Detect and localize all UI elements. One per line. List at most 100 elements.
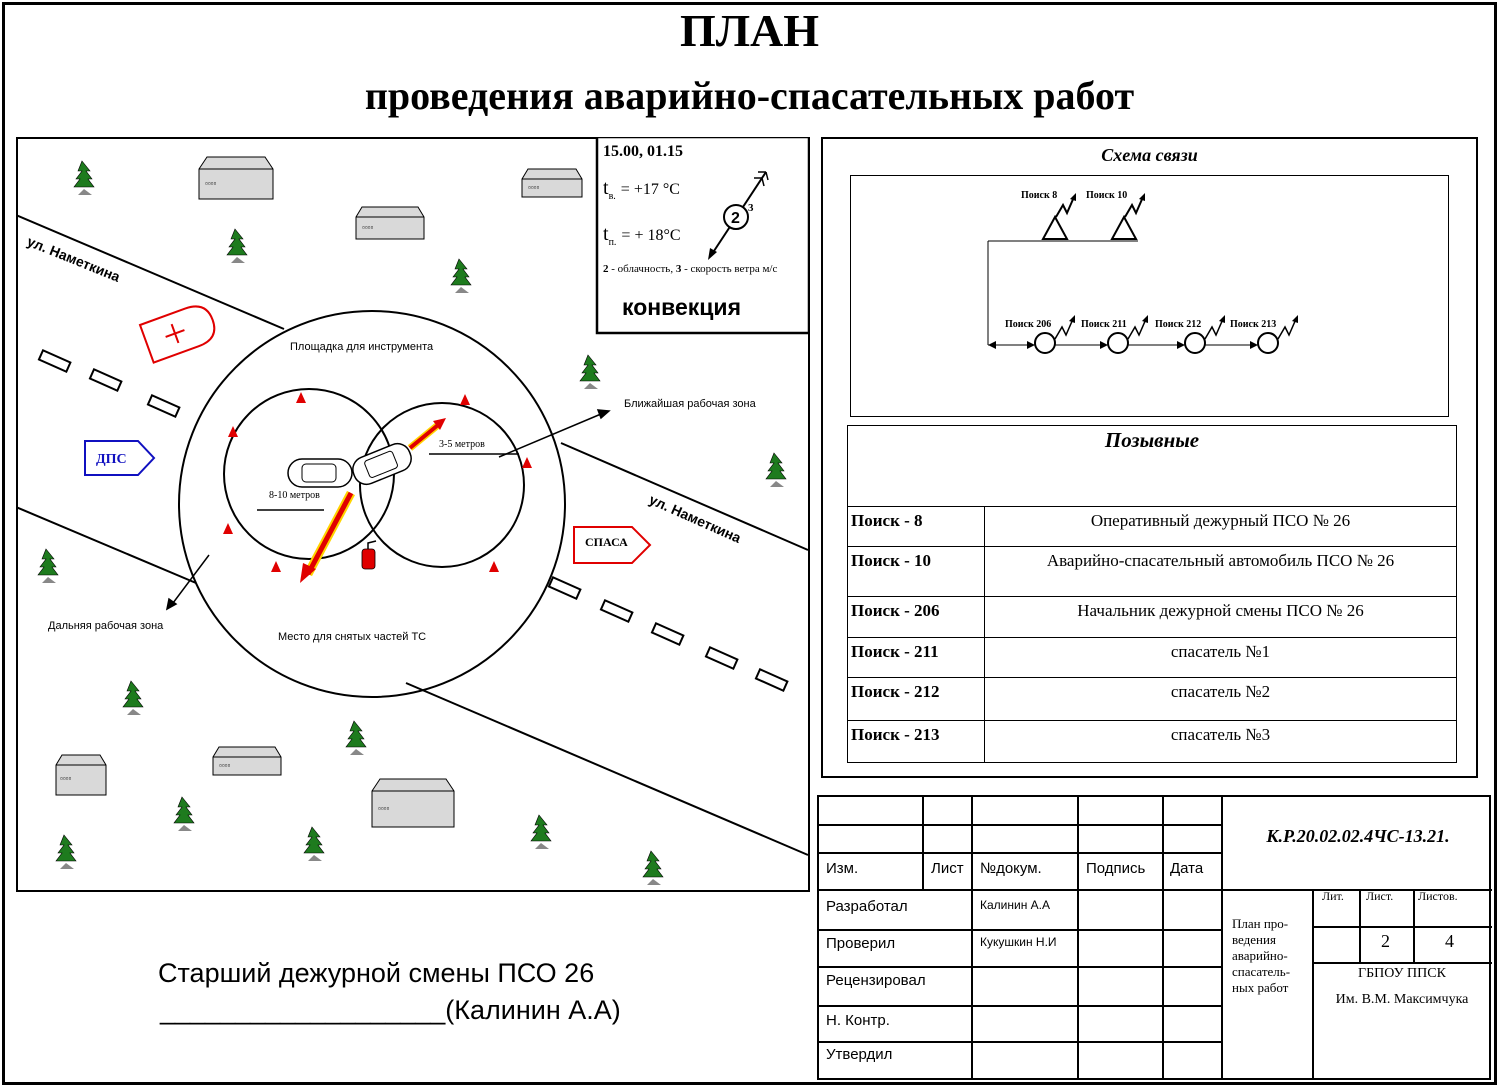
tree-icon <box>765 452 787 487</box>
role-approver: Утвердил <box>826 1046 893 1063</box>
site-map: ул. Наметкина ул. Наметкина ▫▫▫▫ ▫▫▫▫ ▫▫… <box>16 137 810 892</box>
svg-text:ДПС: ДПС <box>96 452 127 467</box>
medical-point-icon <box>138 305 216 364</box>
sheet-label: Лист. <box>1366 889 1394 903</box>
page-subtitle: проведения аварийно-спасательных работ <box>364 73 1135 118</box>
svg-text:СПАСА: СПАСА <box>585 535 628 549</box>
tree-icon <box>173 796 195 831</box>
antenna-icon <box>1041 214 1069 240</box>
svg-text:▫▫▫▫: ▫▫▫▫ <box>528 183 540 192</box>
tree-icon <box>530 814 552 849</box>
outer-work-zone <box>178 310 566 698</box>
cones <box>223 392 532 572</box>
node-bottom-0: Поиск 206 <box>1005 319 1051 330</box>
col-date: Дата <box>1170 860 1204 877</box>
dist-outer-label: 8-10 метров <box>269 490 320 501</box>
developer-name: Калинин А.А <box>980 898 1051 912</box>
inner-zone-right <box>359 402 525 568</box>
building: ▫▫▫▫ <box>521 168 583 198</box>
far-zone-pointer <box>172 554 210 604</box>
weather-box <box>595 137 810 335</box>
nearest-zone-label: Ближайшая рабочая зона <box>624 398 757 410</box>
dist-inner-label: 3-5 метров <box>439 439 485 450</box>
building: ▫▫▫▫ <box>198 156 274 200</box>
sheets-label: Листов. <box>1418 889 1458 903</box>
svg-text:▫▫▫▫: ▫▫▫▫ <box>362 223 374 232</box>
right-panel <box>821 137 1478 778</box>
comm-scheme: Поиск 8 Поиск 10 Поиск 206 Поиск 211 Пои… <box>850 175 1449 417</box>
organization-name: ГБПОУ ППСК <box>1358 966 1446 981</box>
checker-name: Кукушкин Н.И <box>980 935 1057 949</box>
building: ▫▫▫▫ <box>212 746 282 776</box>
node-bottom-1: Поиск 211 <box>1081 319 1127 330</box>
tree-icon <box>122 680 144 715</box>
role-reviewer: Рецензировал <box>826 972 926 989</box>
antenna-icon <box>1110 214 1138 240</box>
comm-scheme-title: Схема связи <box>1101 145 1198 165</box>
organization-subtitle: Им. В.М. Максимчука <box>1335 992 1469 1007</box>
col-izm: Изм. <box>826 860 859 877</box>
building: ▫▫▫▫ <box>55 754 107 796</box>
tree-icon <box>73 160 95 195</box>
svg-text:▫▫▫▫: ▫▫▫▫ <box>60 774 72 783</box>
tree-icon <box>345 720 367 755</box>
sheets-total: 4 <box>1445 931 1454 951</box>
node-top-0: Поиск 8 <box>1021 190 1057 201</box>
hazard-direction-arrows <box>300 418 446 583</box>
tree-icon <box>303 826 325 861</box>
building: ▫▫▫▫ <box>371 778 455 828</box>
node-bottom-2: Поиск 212 <box>1155 319 1201 330</box>
tree-icon <box>226 228 248 263</box>
document-code: К.Р.20.02.02.4ЧС-13.21. <box>1266 826 1450 846</box>
svg-text:▫▫▫▫: ▫▫▫▫ <box>219 761 231 770</box>
nearest-zone-pointer <box>498 413 602 458</box>
role-developer: Разработал <box>826 898 908 915</box>
lit-label: Лит. <box>1322 889 1344 903</box>
tree-icon <box>55 834 77 869</box>
page-title: ПЛАН <box>679 5 820 56</box>
callsigns-title: Позывные <box>1104 428 1200 452</box>
fire-extinguisher-icon <box>361 540 377 570</box>
document-title: План про- ведения аварийно- спасатель- н… <box>1232 916 1291 995</box>
building: ▫▫▫▫ <box>355 206 425 240</box>
col-doc: №докум. <box>980 860 1042 877</box>
svg-text:2: 2 <box>731 210 740 227</box>
rescue-vehicle-sign: СПАСА <box>573 526 652 564</box>
tree-icon <box>37 548 59 583</box>
buildings: ▫▫▫▫ ▫▫▫▫ ▫▫▫▫ ▫▫▫▫ ▫▫▫▫ ▫▫▫▫ <box>55 156 583 828</box>
far-zone-label: Дальняя рабочая зона <box>48 620 164 632</box>
dps-post-sign: ДПС <box>84 440 156 476</box>
svg-text:▫▫▫▫: ▫▫▫▫ <box>205 179 217 188</box>
title-block-grid <box>817 795 1492 1080</box>
signature-role: Старший дежурной смены ПСО 26 <box>158 958 595 988</box>
tree-icon <box>642 850 664 885</box>
crashed-vehicle-icon <box>352 442 412 486</box>
surface-temperature: tп. = + 18°C <box>603 223 681 248</box>
weather-legend: 2 - облачность, 3 - скорость ветра м/с <box>603 263 778 275</box>
weather-time: 15.00, 01.15 <box>603 143 683 160</box>
node-top-1: Поиск 10 <box>1086 190 1127 201</box>
tree-icon <box>450 258 472 293</box>
signature-line: ___________________(Калинин А.А) <box>160 995 621 1025</box>
svg-text:▫▫▫▫: ▫▫▫▫ <box>378 804 390 813</box>
tools-area-label: Площадка для инструмента <box>290 341 434 353</box>
role-norm-control: Н. Контр. <box>826 1012 890 1029</box>
removed-parts-label: Место для снятых частей ТС <box>278 631 426 643</box>
tree-icon <box>579 354 601 389</box>
svg-text:3: 3 <box>748 202 754 214</box>
role-checker: Проверил <box>826 935 896 952</box>
sheet-number: 2 <box>1381 931 1390 951</box>
node-bottom-3: Поиск 213 <box>1230 319 1276 330</box>
col-list: Лист <box>931 860 964 877</box>
vehicle-icon <box>287 458 353 488</box>
air-temperature: tв. = +17 °C <box>603 177 680 202</box>
weather-mode: конвекция <box>622 294 741 320</box>
